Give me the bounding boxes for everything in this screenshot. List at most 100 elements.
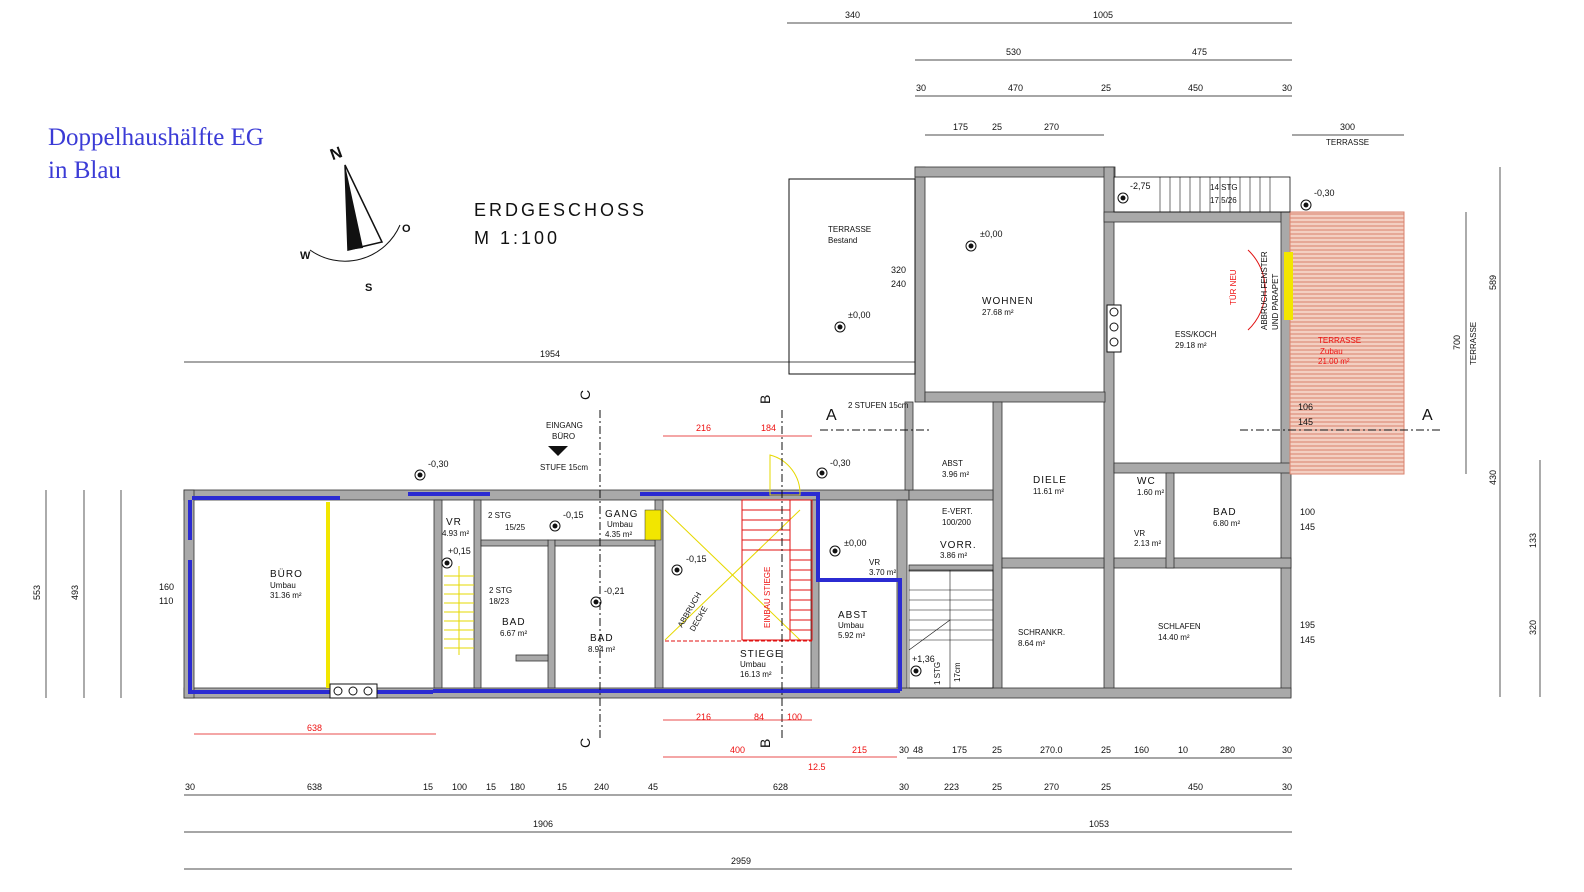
room-gang: GANG Umbau 4.35 m² bbox=[605, 509, 637, 539]
svg-text:270: 270 bbox=[1044, 782, 1059, 792]
room-terrasse-zubau: TERRASSE Zubau 21.00 m² bbox=[1318, 336, 1361, 366]
svg-text:ABST: ABST bbox=[942, 459, 963, 468]
heading-main: ERDGESCHOSS bbox=[474, 200, 647, 220]
svg-text:Umbau: Umbau bbox=[270, 581, 296, 590]
red-dimension-labels: 638 216 184 216 84 100 400 215 12.5 bbox=[307, 423, 867, 772]
svg-text:30: 30 bbox=[899, 782, 909, 792]
svg-text:14.40 m²: 14.40 m² bbox=[1158, 633, 1190, 642]
interior-stairs bbox=[908, 569, 994, 689]
svg-text:493: 493 bbox=[70, 585, 80, 600]
level-10: -2,75 bbox=[1130, 181, 1151, 191]
svg-text:1005: 1005 bbox=[1093, 10, 1113, 20]
svg-text:SCHRANKR.: SCHRANKR. bbox=[1018, 628, 1065, 637]
svg-text:216: 216 bbox=[696, 712, 711, 722]
room-bad2: BAD 8.94 m² bbox=[588, 633, 615, 654]
room-buero: BÜRO Umbau 31.36 m² bbox=[270, 568, 302, 600]
svg-text:12.5: 12.5 bbox=[808, 762, 826, 772]
svg-text:30: 30 bbox=[1282, 782, 1292, 792]
svg-text:27.68 m²: 27.68 m² bbox=[982, 308, 1014, 317]
level-6: -0,30 bbox=[830, 458, 851, 468]
svg-text:84: 84 bbox=[754, 712, 764, 722]
svg-text:100/200: 100/200 bbox=[942, 518, 971, 527]
compass-n: N bbox=[328, 144, 345, 164]
room-abst1: ABST Umbau 5.92 m² bbox=[838, 610, 867, 640]
svg-text:30: 30 bbox=[1282, 83, 1292, 93]
svg-text:30: 30 bbox=[899, 745, 909, 755]
svg-text:31.36 m²: 31.36 m² bbox=[270, 591, 302, 600]
svg-text:175: 175 bbox=[953, 122, 968, 132]
section-lines bbox=[599, 410, 1440, 740]
note-stg2b: 2 STG bbox=[489, 586, 512, 595]
level-9: ±0,00 bbox=[980, 229, 1002, 239]
svg-text:TERRASSE: TERRASSE bbox=[1318, 336, 1361, 345]
svg-text:48: 48 bbox=[913, 745, 923, 755]
red-dimension-lines bbox=[194, 435, 897, 758]
note-stg1: 1 STG bbox=[933, 662, 942, 685]
note-stg14b: 17.5/26 bbox=[1210, 196, 1237, 205]
svg-text:1.60 m²: 1.60 m² bbox=[1137, 488, 1164, 497]
svg-text:BAD: BAD bbox=[590, 633, 614, 644]
svg-text:25: 25 bbox=[1101, 745, 1111, 755]
svg-text:270: 270 bbox=[1044, 122, 1059, 132]
note-terrasse-vertical: TERRASSE bbox=[1469, 322, 1478, 365]
room-schrank: SCHRANKR. 8.64 m² bbox=[1018, 628, 1065, 648]
note-stg1b: 17cm bbox=[953, 662, 962, 682]
svg-text:215: 215 bbox=[852, 745, 867, 755]
svg-text:223: 223 bbox=[944, 782, 959, 792]
svg-text:25: 25 bbox=[992, 782, 1002, 792]
svg-text:100: 100 bbox=[1300, 507, 1315, 517]
room-wc: WC 1.60 m² bbox=[1137, 476, 1164, 497]
svg-text:45: 45 bbox=[648, 782, 658, 792]
svg-text:195: 195 bbox=[1300, 620, 1315, 630]
section-c-bottom: C bbox=[577, 738, 593, 748]
entrance-line2: BÜRO bbox=[552, 432, 575, 441]
note-fenster2: UND PARAPET bbox=[1271, 274, 1280, 330]
svg-text:3.96 m²: 3.96 m² bbox=[942, 470, 969, 479]
svg-text:589: 589 bbox=[1488, 275, 1498, 290]
section-b-bottom: B bbox=[757, 739, 773, 748]
room-evert: E-VERT. 100/200 bbox=[942, 507, 973, 527]
svg-text:430: 430 bbox=[1488, 470, 1498, 485]
svg-text:160: 160 bbox=[1134, 745, 1149, 755]
svg-text:400: 400 bbox=[730, 745, 745, 755]
svg-text:25: 25 bbox=[1101, 83, 1111, 93]
note-tuer: TÜR NEU bbox=[1229, 269, 1238, 305]
svg-text:2959: 2959 bbox=[731, 856, 751, 866]
svg-text:VORR.: VORR. bbox=[940, 540, 977, 551]
svg-text:25: 25 bbox=[1101, 782, 1111, 792]
room-bad1: BAD 6.67 m² bbox=[500, 617, 527, 638]
svg-text:Zubau: Zubau bbox=[1320, 347, 1343, 356]
svg-text:160: 160 bbox=[159, 582, 174, 592]
room-bad3: BAD 6.80 m² bbox=[1213, 507, 1240, 528]
note-stg14: 14 STG bbox=[1210, 183, 1238, 192]
svg-text:TERRASSE: TERRASSE bbox=[828, 225, 871, 234]
room-vr2: VR 3.70 m² bbox=[869, 558, 896, 577]
terrace-existing-outline bbox=[788, 178, 916, 375]
note-stg2b2: 18/23 bbox=[489, 597, 510, 606]
svg-text:25: 25 bbox=[992, 122, 1002, 132]
svg-text:700: 700 bbox=[1452, 335, 1462, 350]
svg-text:320: 320 bbox=[891, 265, 906, 275]
svg-text:BAD: BAD bbox=[1213, 507, 1237, 518]
svg-text:216: 216 bbox=[696, 423, 711, 433]
svg-text:Bestand: Bestand bbox=[828, 236, 857, 245]
svg-text:110: 110 bbox=[159, 596, 173, 606]
svg-text:145: 145 bbox=[1300, 522, 1315, 532]
svg-text:6.80 m²: 6.80 m² bbox=[1213, 519, 1240, 528]
svg-text:11.61 m²: 11.61 m² bbox=[1033, 487, 1064, 496]
plan-title-line2: in Blau bbox=[48, 157, 121, 184]
svg-text:3.70 m²: 3.70 m² bbox=[869, 568, 896, 577]
svg-text:638: 638 bbox=[307, 782, 322, 792]
room-diele: DIELE 11.61 m² bbox=[1033, 475, 1066, 496]
svg-text:30: 30 bbox=[1282, 745, 1292, 755]
note-terrasse-top: TERRASSE bbox=[1326, 138, 1369, 147]
svg-text:WOHNEN: WOHNEN bbox=[982, 296, 1034, 307]
section-a-left: A bbox=[826, 407, 837, 424]
svg-text:ESS/KOCH: ESS/KOCH bbox=[1175, 330, 1217, 339]
section-c-top: C bbox=[577, 390, 593, 400]
svg-text:2.13 m²: 2.13 m² bbox=[1134, 539, 1161, 548]
svg-text:29.18 m²: 29.18 m² bbox=[1175, 341, 1207, 350]
svg-text:3.86 m²: 3.86 m² bbox=[940, 551, 967, 560]
level-4: -0,21 bbox=[604, 586, 625, 596]
